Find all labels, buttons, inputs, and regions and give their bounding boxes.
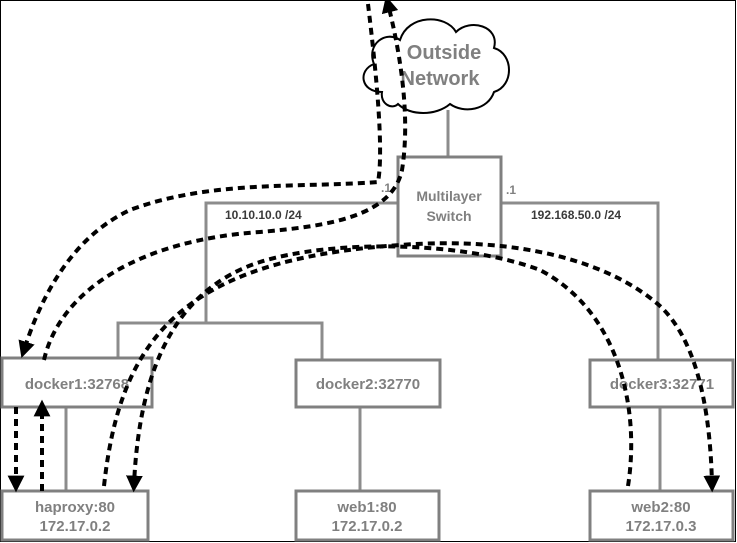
- cloud-label-line2: Network: [401, 68, 481, 90]
- host-docker2-label: docker2:32770: [316, 376, 420, 393]
- traffic-flow-paths: [7, 0, 721, 493]
- container-web2-ip: 172.17.0.3: [626, 518, 697, 535]
- flow-internet-to-docker1: [18, 3, 383, 358]
- switch-label-line1: Multilayer: [416, 188, 482, 204]
- container-web1-ip: 172.17.0.2: [332, 518, 403, 535]
- switch-right-port-label: .1: [506, 183, 516, 197]
- container-web2: web2:80 172.17.0.3: [588, 489, 735, 542]
- cloud-label-line1: Outside: [407, 42, 481, 64]
- container-haproxy-ip: 172.17.0.2: [40, 518, 111, 535]
- host-docker1-label: docker1:32768: [25, 376, 129, 393]
- host-docker3-label: docker3:32771: [610, 376, 714, 393]
- switch-left-port-label: .1: [381, 181, 391, 195]
- container-haproxy: haproxy:80 172.17.0.2: [0, 489, 150, 542]
- container-haproxy-name: haproxy:80: [35, 499, 115, 516]
- host-docker3: docker3:32771: [588, 358, 735, 409]
- outside-network-cloud: Outside Network: [362, 18, 510, 114]
- host-docker2: docker2:32770: [294, 358, 442, 409]
- host-docker1: docker1:32768: [0, 356, 154, 409]
- right-subnet-label: 192.168.50.0 /24: [531, 208, 621, 222]
- right-subnet-link: [500, 201, 660, 360]
- left-subnet-bus: [116, 321, 324, 360]
- flow-web2-to-haproxy: [126, 244, 634, 493]
- flow-haproxy-to-web2: [102, 241, 721, 493]
- switch-label-line2: Switch: [426, 208, 471, 224]
- container-web1: web1:80 172.17.0.2: [294, 489, 441, 542]
- left-subnet-link: [204, 201, 398, 323]
- container-web2-name: web2:80: [630, 499, 690, 516]
- left-subnet-label: 10.10.10.0 /24: [225, 208, 302, 222]
- container-web1-name: web1:80: [336, 499, 396, 516]
- multilayer-switch: Multilayer Switch: [396, 155, 503, 258]
- network-links: [64, 110, 662, 491]
- flow-docker1-to-internet: [42, 0, 408, 361]
